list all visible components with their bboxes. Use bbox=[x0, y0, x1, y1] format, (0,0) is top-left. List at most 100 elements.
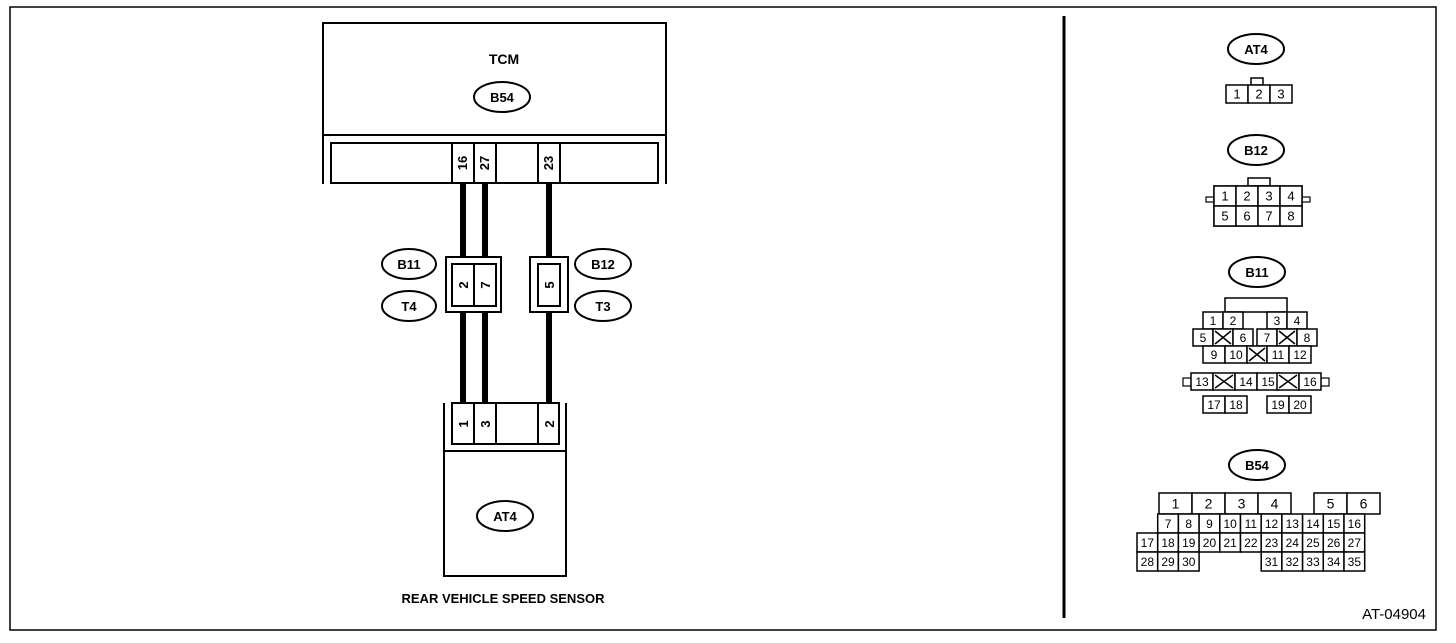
b12-pin-number: 6 bbox=[1243, 209, 1250, 224]
b54-pin-number: 7 bbox=[1165, 517, 1172, 531]
tcm-title: TCM bbox=[489, 51, 519, 67]
b54-pin-number: 1 bbox=[1172, 496, 1180, 512]
blank-cavity-cross bbox=[1248, 347, 1266, 362]
b11-view-label: B11 bbox=[1245, 265, 1268, 280]
b54-pin-number: 10 bbox=[1223, 517, 1237, 531]
at4-pin-number: 3 bbox=[1277, 87, 1284, 102]
b54-pin-number: 19 bbox=[1182, 536, 1196, 550]
b54-pin-number: 22 bbox=[1244, 536, 1258, 550]
b54-pin-number: 32 bbox=[1286, 555, 1300, 569]
b11-cavity bbox=[1298, 372, 1322, 391]
figure-id: AT-04904 bbox=[1362, 606, 1426, 623]
b12-pin-number: 7 bbox=[1265, 209, 1272, 224]
b54-pin-number: 16 bbox=[1348, 517, 1362, 531]
b11-pin-number: 17 bbox=[1207, 398, 1221, 412]
b54-pin-number: 34 bbox=[1327, 555, 1341, 569]
sensor-pin-label: 1 bbox=[456, 420, 471, 427]
b54-pin-number: 8 bbox=[1185, 517, 1192, 531]
b54-pin-number: 2 bbox=[1205, 496, 1213, 512]
tcm-pin-label: 16 bbox=[455, 156, 470, 170]
b12-view-badge bbox=[1227, 134, 1285, 166]
b11-pin-number: 11 bbox=[1272, 348, 1285, 362]
b11-pin-number: 2 bbox=[1230, 314, 1237, 328]
junction-t4-label: T4 bbox=[401, 299, 417, 314]
junction-b12-pin-label: 5 bbox=[542, 281, 557, 288]
junction-t4-badge bbox=[381, 290, 437, 322]
sensor-caption: REAR VEHICLE SPEED SENSOR bbox=[402, 591, 606, 606]
junction-t3-label: T3 bbox=[595, 299, 610, 314]
b54-pin-number: 27 bbox=[1348, 536, 1362, 550]
b54-cavity bbox=[1177, 551, 1200, 572]
b12-side-tab bbox=[1205, 196, 1215, 203]
b12-cavity bbox=[1279, 205, 1303, 227]
junction-b11-pin-label: 2 bbox=[456, 281, 471, 288]
at4-pin-number: 1 bbox=[1233, 87, 1240, 102]
b54-pin-number: 11 bbox=[1245, 517, 1258, 531]
b11-pin-number: 13 bbox=[1195, 375, 1209, 389]
b11-pin-number: 19 bbox=[1271, 398, 1285, 412]
b54-pin-number: 13 bbox=[1286, 517, 1300, 531]
b54-pin-number: 23 bbox=[1265, 536, 1279, 550]
tcm-pin-label: 27 bbox=[477, 156, 492, 170]
b54-pin-number: 30 bbox=[1182, 555, 1196, 569]
tcm-connector-badge bbox=[473, 81, 531, 113]
b11-side-tab bbox=[1320, 377, 1330, 387]
b54-pin-number: 5 bbox=[1327, 496, 1335, 512]
junction-t3-badge bbox=[574, 290, 632, 322]
tcm-connector-label: B54 bbox=[490, 90, 515, 105]
b54-pin-number: 33 bbox=[1306, 555, 1320, 569]
b54-pin-number: 26 bbox=[1327, 536, 1341, 550]
blank-cavity-cross bbox=[1278, 330, 1296, 345]
b54-pin-number: 29 bbox=[1161, 555, 1175, 569]
b54-pin-number: 4 bbox=[1271, 496, 1279, 512]
b11-cavity bbox=[1288, 395, 1312, 414]
b11-pin-number: 18 bbox=[1229, 398, 1243, 412]
sensor-connector-strip bbox=[451, 402, 560, 445]
sensor-pin-label: 3 bbox=[478, 420, 493, 427]
junction-b12-pin bbox=[537, 263, 561, 307]
b54-pin-number: 18 bbox=[1161, 536, 1175, 550]
b12-pin-number: 2 bbox=[1243, 189, 1250, 204]
b54-view-badge bbox=[1228, 449, 1286, 481]
b54-pin-number: 9 bbox=[1206, 517, 1213, 531]
sensor-connector-badge bbox=[476, 500, 534, 532]
b54-pin-number: 28 bbox=[1141, 555, 1155, 569]
b54-pin-number: 35 bbox=[1348, 555, 1362, 569]
junction-b12-label: B12 bbox=[591, 257, 615, 272]
b12-pin-number: 3 bbox=[1265, 189, 1272, 204]
tcm-box bbox=[322, 22, 667, 136]
junction-b11-pin-label: 7 bbox=[478, 281, 493, 288]
tcm-connector-strip bbox=[330, 142, 659, 184]
b54-pin-number: 25 bbox=[1306, 536, 1320, 550]
junction-b11-pin bbox=[473, 263, 497, 307]
at4-cavity bbox=[1269, 84, 1293, 104]
at4-view-label: AT4 bbox=[1244, 42, 1268, 57]
at4-latch bbox=[1250, 77, 1264, 86]
b12-pin-number: 5 bbox=[1221, 209, 1228, 224]
b54-pin-number: 14 bbox=[1306, 517, 1320, 531]
at4-view-badge bbox=[1227, 33, 1285, 65]
junction-b11-badge bbox=[381, 248, 437, 280]
b54-cavity bbox=[1343, 551, 1366, 572]
sensor-connector-label: AT4 bbox=[493, 509, 517, 524]
b11-cavity bbox=[1288, 345, 1312, 364]
b11-pin-number: 15 bbox=[1261, 375, 1275, 389]
b11-pin-number: 6 bbox=[1240, 331, 1247, 345]
at4-pin-number: 2 bbox=[1255, 87, 1262, 102]
b54-pin-number: 21 bbox=[1223, 536, 1237, 550]
b54-pin-number: 17 bbox=[1141, 536, 1155, 550]
b11-pin-number: 16 bbox=[1303, 375, 1317, 389]
b54-pin-number: 3 bbox=[1238, 496, 1246, 512]
b54-view-label: B54 bbox=[1245, 458, 1270, 473]
b11-pin-number: 7 bbox=[1264, 331, 1271, 345]
b11-pin-number: 12 bbox=[1293, 348, 1307, 362]
b11-pin-number: 8 bbox=[1304, 331, 1311, 345]
b12-pin-number: 8 bbox=[1287, 209, 1294, 224]
b11-pin-number: 3 bbox=[1274, 314, 1281, 328]
sensor-pin-label: 2 bbox=[542, 420, 557, 427]
